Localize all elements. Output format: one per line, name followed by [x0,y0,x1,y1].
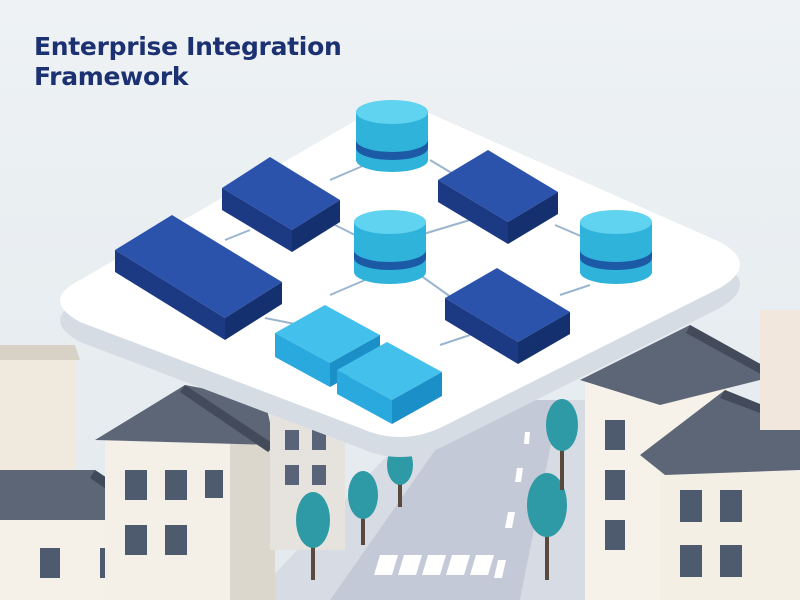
server-block-icon [222,157,340,252]
server-block-icon [337,342,442,424]
tree-icon [546,399,578,490]
server-block-icon [115,215,282,340]
database-cylinder-icon [356,100,428,172]
tree-icon [296,492,330,580]
title-line-2: Framework [34,62,189,91]
city-scene [0,310,800,600]
road [330,400,560,600]
server-block-icon [438,150,558,244]
road-markings [374,432,530,578]
title-line-1: Enterprise Integration [34,32,342,61]
tree-icon [348,471,378,545]
building [95,385,275,600]
page-title: Enterprise Integration Framework [34,32,342,92]
database-cylinder-icon [580,210,652,284]
database-cylinder-icon [354,210,426,284]
tree-icon [527,473,567,580]
building [760,310,800,430]
server-block-icon [445,268,570,364]
